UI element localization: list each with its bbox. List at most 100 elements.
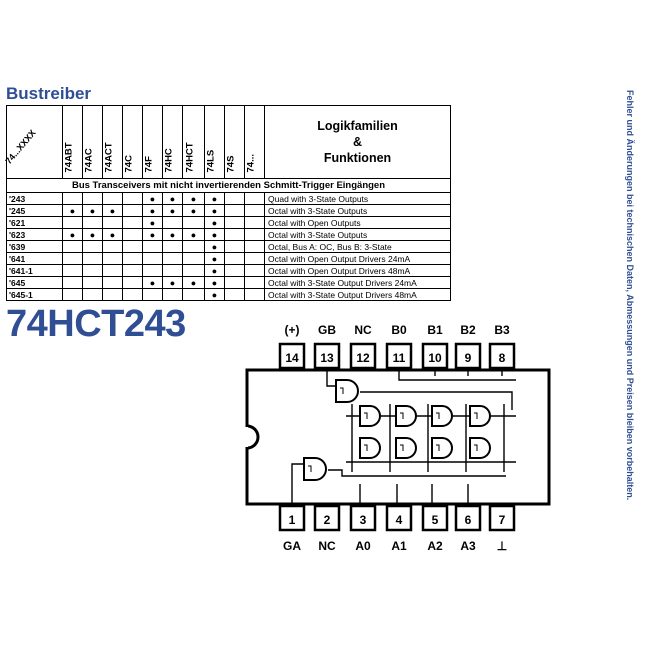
family-support-cell: ● [204, 288, 225, 301]
top-pin-label: (+) [285, 323, 300, 337]
buffer-gate-icon [395, 405, 417, 427]
family-support-cell: ● [142, 192, 163, 205]
part-number-cell: '639 [6, 240, 63, 253]
top-pin-box [454, 342, 482, 370]
functions-header-line: Funktionen [323, 151, 392, 165]
family-label: 74F [143, 156, 154, 173]
part-number-cell: '641 [6, 252, 63, 265]
family-support-cell: ● [204, 216, 225, 229]
bottom-pin-number: 1 [289, 513, 296, 527]
buffer-gate-icon [431, 405, 453, 427]
buffer-gate-icon [395, 437, 417, 459]
family-support-cell [62, 216, 83, 229]
family-support-cell: ● [204, 276, 225, 289]
family-support-cell [244, 252, 265, 265]
top-pin-number: 12 [356, 351, 370, 365]
family-support-cell: ● [162, 204, 183, 217]
corner-label: 74...XXXX [3, 127, 38, 166]
family-header: 74HC [162, 105, 183, 179]
family-support-cell: ● [142, 276, 163, 289]
top-pin-number: 9 [465, 351, 472, 365]
table-row: '641 ● Octal with Open Output Drivers 24mA [6, 252, 451, 265]
part-number-cell: '623 [6, 228, 63, 241]
family-support-cell: ● [162, 228, 183, 241]
ic-notch [246, 424, 260, 450]
family-support-cell [244, 216, 265, 229]
table-row: '645-1 ● Octal with 3-State Output Drivers… [6, 288, 451, 301]
function-cell: Octal with Open Output Drivers 48mA [264, 264, 451, 277]
table-header-row: 74...XXXX 74ABT 74AC 74ACT 74C 74F 74HC … [3, 105, 451, 179]
bottom-pin-label: A1 [391, 539, 407, 553]
family-support-cell [182, 216, 205, 229]
part-number-cell: '641-1 [6, 264, 63, 277]
functions-header: Logikfamilien & Funktionen [264, 105, 451, 179]
schmitt-symbol-icon [474, 412, 478, 419]
bottom-pin-number: 2 [324, 513, 331, 527]
top-pin-label: B2 [460, 323, 476, 337]
top-pin-box [488, 342, 516, 370]
family-support-cell [224, 216, 245, 229]
family-support-cell [182, 240, 205, 253]
family-label: 74LS [205, 149, 216, 173]
family-support-cell [82, 264, 103, 277]
top-pin-label: B0 [391, 323, 407, 337]
family-support-cell: ● [82, 204, 103, 217]
family-support-cell [122, 276, 143, 289]
function-cell: Octal with 3-State Output Drivers 48mA [264, 288, 451, 301]
bottom-pin-box [313, 504, 341, 532]
part-number-cell: '621 [6, 216, 63, 229]
table-row: '621●●Octal with Open Outputs [6, 216, 451, 229]
family-support-cell [244, 288, 265, 301]
top-pin-number: 11 [393, 351, 406, 365]
table-row: '645●●●●Octal with 3-State Output Driver… [6, 276, 451, 289]
family-support-cell [244, 240, 265, 253]
family-support-cell: ● [204, 228, 225, 241]
buffer-gate-icon [431, 437, 453, 459]
functions-header-line: & [352, 135, 363, 149]
family-support-cell [162, 288, 183, 301]
buffer-gate-icon [469, 437, 491, 459]
family-support-cell: ● [182, 276, 205, 289]
bottom-pin-number: 5 [432, 513, 439, 527]
bottom-pin-label: ⊥ [497, 539, 507, 553]
family-support-cell [244, 204, 265, 217]
bottom-pin-label: A2 [427, 539, 443, 553]
part-number-cell: '645 [6, 276, 63, 289]
corner-header: 74...XXXX [3, 105, 63, 179]
family-label: 74AC [83, 148, 94, 173]
family-support-cell: ● [62, 228, 83, 241]
table-row: '641-1●Octal with Open Output Drivers 48… [6, 264, 451, 277]
top-pin-number: 13 [320, 351, 334, 365]
family-support-cell [224, 276, 245, 289]
buffer-gate-icon [469, 405, 491, 427]
family-support-cell [102, 252, 123, 265]
family-support-cell [244, 276, 265, 289]
logic-family-table: 74...XXXX 74ABT 74AC 74ACT 74C 74F 74HC … [3, 105, 451, 301]
family-support-cell [82, 216, 103, 229]
family-support-cell: ● [102, 204, 123, 217]
family-support-cell [162, 252, 183, 265]
top-pin-number: 14 [285, 351, 299, 365]
family-support-cell [62, 276, 83, 289]
family-support-cell: ● [102, 228, 123, 241]
schmitt-symbol-icon [474, 444, 478, 451]
family-support-cell [142, 240, 163, 253]
family-support-cell: ● [204, 240, 225, 253]
family-support-cell [122, 192, 143, 205]
schmitt-symbol-icon [400, 412, 404, 419]
part-number-cell: '645-1 [6, 288, 63, 301]
family-label: 74... [245, 154, 256, 173]
family-support-cell: ● [142, 204, 163, 217]
family-support-cell [122, 228, 143, 241]
family-header: 74C [122, 105, 143, 179]
family-support-cell [224, 228, 245, 241]
schmitt-symbol-icon [364, 412, 368, 419]
family-label: 74C [123, 155, 134, 173]
family-support-cell [122, 216, 143, 229]
family-support-cell: ● [204, 252, 225, 265]
family-support-cell [244, 192, 265, 205]
top-pin-label: NC [354, 323, 372, 337]
functions-header-line: Logikfamilien [317, 119, 398, 133]
table-row: '243●●●●Quad with 3-State Outputs [6, 192, 451, 205]
function-cell: Octal with Open Output Drivers 24mA [264, 252, 451, 265]
